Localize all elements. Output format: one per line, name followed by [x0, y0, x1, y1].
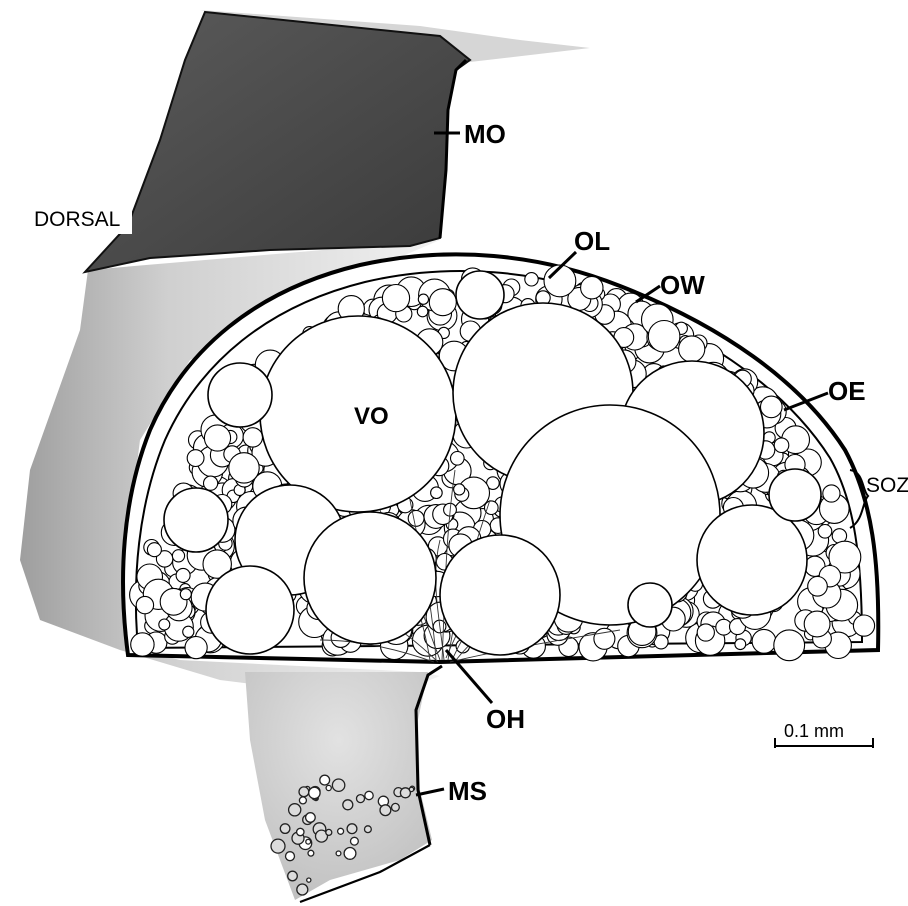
stalk-granule [308, 850, 314, 856]
label-ol: OL [574, 226, 610, 256]
stalk-granule [297, 884, 308, 895]
small-cell [451, 452, 465, 466]
stalk-granule [380, 805, 391, 816]
stalk-granule [306, 839, 311, 844]
stalk-granule [297, 828, 304, 835]
small-cell [761, 396, 783, 418]
small-cell [136, 596, 153, 613]
small-cell [454, 484, 465, 495]
small-cell [431, 487, 443, 499]
stalk-granule [409, 787, 413, 791]
small-cell [229, 453, 259, 483]
label-soz: SOZ [866, 474, 908, 497]
small-cell [581, 277, 603, 299]
small-cell [408, 511, 424, 527]
muscle-mo [85, 12, 470, 272]
label-mo: MO [464, 119, 506, 149]
small-cell [735, 639, 746, 650]
small-cell [180, 589, 191, 600]
small-cell [417, 306, 428, 317]
stalk-granule [309, 787, 320, 798]
stalk-granule [326, 829, 332, 835]
small-cell [187, 450, 204, 467]
small-cell [525, 273, 538, 286]
stalk-granule [343, 800, 353, 810]
stalk-granule [351, 837, 359, 845]
label-scale: 0.1 mm [784, 721, 844, 741]
stalk-granule [299, 797, 306, 804]
stalk-granule [332, 779, 344, 791]
stalk-granule [338, 828, 344, 834]
small-cell [183, 626, 194, 637]
small-cell [774, 438, 789, 453]
stalk-granule [365, 826, 372, 833]
small-cell [697, 624, 714, 641]
small-cell [774, 630, 805, 661]
small-cell [243, 428, 262, 447]
stalk-granule [306, 813, 316, 823]
small-cell [544, 265, 576, 297]
label-dorsal: DORSAL [34, 208, 120, 231]
small-cell [804, 611, 830, 637]
small-cell [131, 633, 154, 656]
small-cell [204, 425, 230, 451]
small-cell [159, 619, 170, 630]
small-cell [752, 629, 776, 653]
label-oh: OH [486, 704, 525, 734]
stalk-granule [280, 824, 290, 834]
small-cell [204, 476, 218, 490]
stalk-granule [271, 839, 285, 853]
stalk-granule [320, 775, 330, 785]
stalk-granule [365, 791, 373, 799]
small-cell [176, 568, 190, 582]
stalk-granule [336, 851, 341, 856]
small-cell [818, 525, 832, 539]
small-cell [429, 289, 456, 316]
small-cell [823, 485, 840, 502]
stalk-granule [286, 852, 295, 861]
stalk-granule [344, 848, 356, 860]
label-ow: OW [660, 270, 705, 300]
stalk-granule [347, 824, 357, 834]
label-vo: VO [354, 403, 389, 430]
stalk-granule [307, 878, 311, 882]
small-cell [147, 543, 161, 557]
stalk-granule [289, 804, 301, 816]
small-cell [485, 501, 499, 515]
small-cell [185, 637, 207, 659]
small-cell [808, 577, 828, 597]
small-cell [172, 550, 184, 562]
small-cell [853, 615, 874, 636]
small-cell [648, 321, 680, 353]
stalk-granule [357, 795, 365, 803]
stalk-granule [326, 785, 331, 790]
small-cell [382, 285, 409, 312]
stalk-granule [288, 871, 298, 881]
small-cell [418, 294, 428, 304]
small-cell [679, 336, 705, 362]
label-ms: MS [448, 776, 487, 806]
stalk-granule [299, 787, 309, 797]
label-oe: OE [828, 376, 866, 406]
stalk-granule [392, 803, 400, 811]
